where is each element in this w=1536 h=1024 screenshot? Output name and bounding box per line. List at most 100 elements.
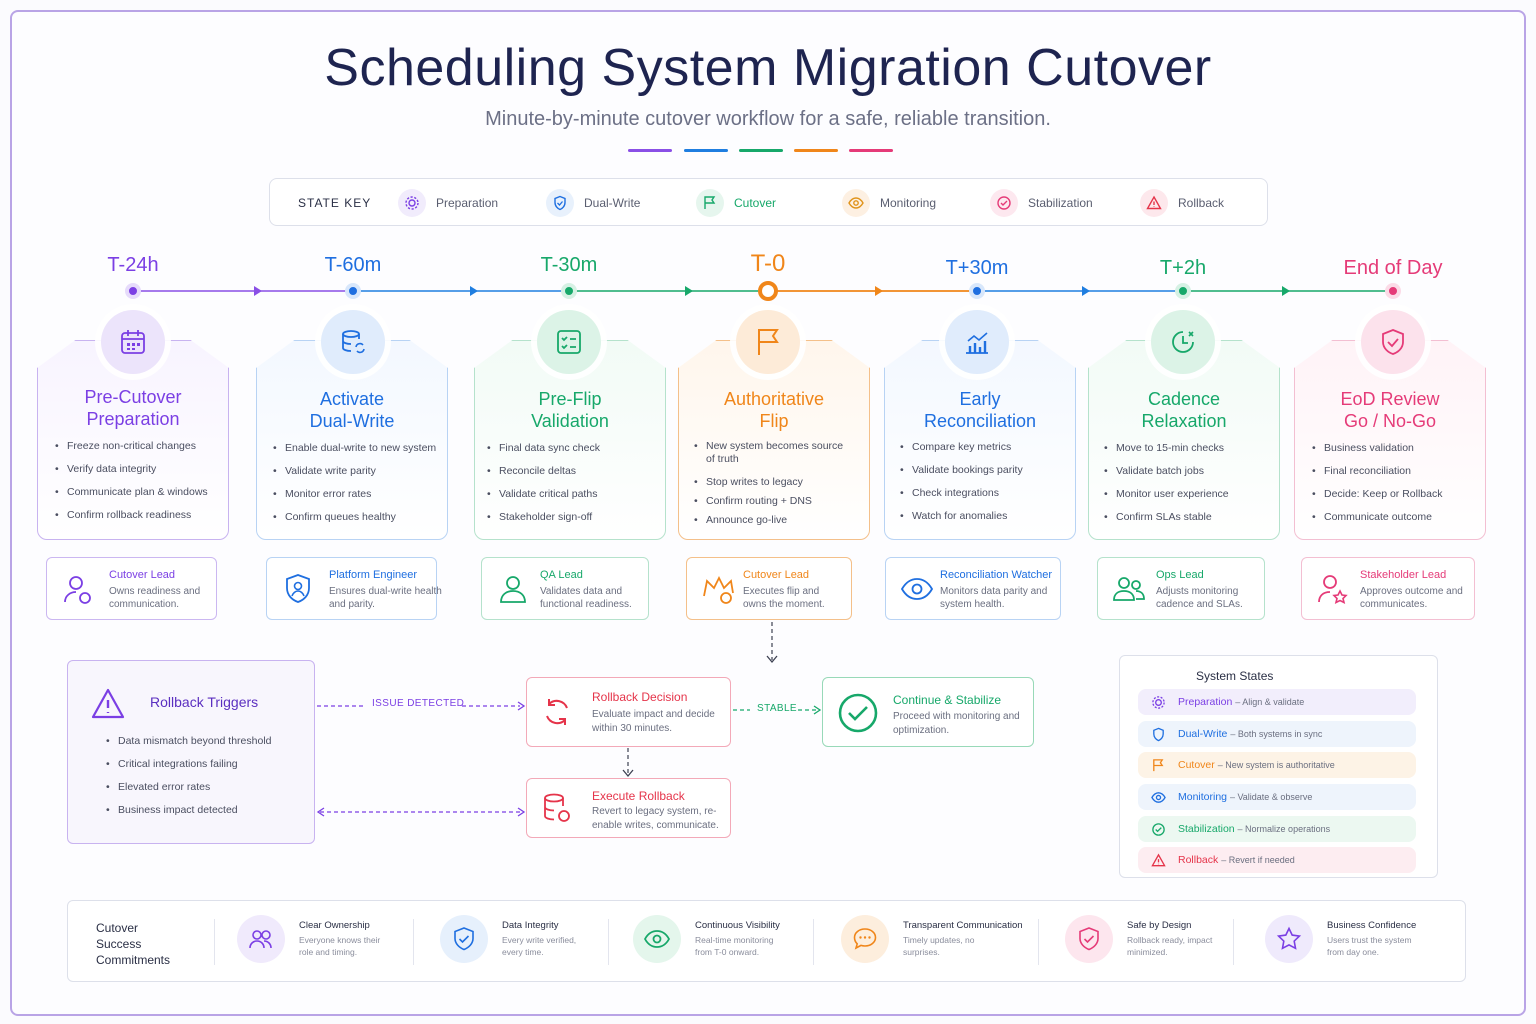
- stage-title-line: Pre-Flip: [538, 389, 602, 409]
- state-key-label-text: Rollback: [1178, 196, 1225, 210]
- list-item: Announce go-live: [694, 514, 844, 527]
- time-label: T-0: [750, 250, 786, 277]
- execute-rollback-title: Execute Rollback: [592, 789, 685, 803]
- shield-check-icon: [440, 915, 488, 963]
- shield-check-icon: [1361, 310, 1425, 374]
- role-card: Cutover Lead Owns readiness and communic…: [46, 557, 217, 620]
- list-item: Validate write parity: [273, 465, 436, 478]
- role-card: Reconciliation Watcher Monitors data par…: [885, 557, 1061, 620]
- stage-bullets: Compare key metrics Validate bookings pa…: [900, 441, 1023, 533]
- users-icon: [1113, 577, 1145, 601]
- commitment-desc: Timely updates, no surprises.: [903, 935, 975, 957]
- list-item: Validate bookings parity: [900, 464, 1023, 477]
- page-subtitle: Minute-by-minute cutover workflow for a …: [485, 108, 1051, 130]
- commitment-title: Transparent Communication: [903, 920, 1023, 931]
- stage-bullets: Freeze non-critical changes Verify data …: [55, 440, 208, 532]
- list-item: Compare key metrics: [900, 441, 1023, 454]
- accent-underline: [684, 149, 728, 152]
- time-label: T-30m: [540, 254, 598, 276]
- divider: [413, 919, 414, 965]
- warning-icon: [1138, 853, 1178, 868]
- list-item: Freeze non-critical changes: [55, 440, 208, 453]
- list-item: Communicate outcome: [1312, 511, 1442, 524]
- role-title: Cutover Lead: [109, 569, 176, 581]
- state-key-label-text: Cutover: [734, 196, 777, 210]
- state-name: Monitoring: [1178, 791, 1228, 803]
- stage-title-line: Validation: [531, 411, 609, 431]
- stage-title-line: Go / No-Go: [1343, 411, 1437, 431]
- stage-title-line: Reconciliation: [923, 411, 1037, 431]
- accent-underline: [628, 149, 672, 152]
- rollback-triggers-title: Rollback Triggers: [150, 694, 259, 710]
- commitment-desc: Real-time monitoring from T-0 onward.: [695, 935, 774, 957]
- list-item: Confirm SLAs stable: [1104, 511, 1229, 524]
- list-item: Monitor user experience: [1104, 488, 1229, 501]
- eye-icon: [842, 189, 870, 217]
- commitment-desc: Every write verified, every time.: [502, 935, 577, 957]
- state-key-label: STATE KEY: [298, 196, 372, 210]
- commitment-title: Safe by Design: [1127, 920, 1192, 931]
- system-state-monitoring: Monitoring – Validate & observe: [1138, 784, 1416, 810]
- system-state-stabilization: Stabilization – Normalize operations: [1138, 816, 1416, 842]
- chart-icon: [945, 310, 1009, 374]
- role-title: Platform Engineer: [329, 569, 418, 581]
- shield-user-icon: [286, 574, 310, 603]
- commitment-title: Data Integrity: [502, 920, 559, 931]
- list-item: Verify data integrity: [55, 463, 208, 476]
- user-icon: [500, 576, 526, 603]
- issue-detected-label: ISSUE DETECTED: [372, 698, 465, 709]
- list-item: Final data sync check: [487, 442, 600, 455]
- stage-bullets: New system becomes source of truth Stop …: [694, 440, 844, 537]
- commitment-title: Business Confidence: [1327, 920, 1417, 931]
- rollback-decision-desc: Evaluate impact and decide within 30 min…: [592, 709, 715, 734]
- list-item: Critical integrations failing: [106, 758, 272, 771]
- divider: [1038, 919, 1039, 965]
- state-key-stabilization: Stabilization: [990, 189, 1093, 217]
- stage-title-line: Flip: [759, 411, 789, 431]
- accent-underline: [739, 149, 783, 152]
- role-desc: Executes flip and owns the moment.: [743, 586, 825, 610]
- state-desc: – Normalize operations: [1237, 824, 1331, 834]
- list-item: Enable dual-write to new system: [273, 442, 436, 455]
- system-state-rollback: Rollback – Revert if needed: [1138, 847, 1416, 873]
- state-desc: – New system is authoritative: [1217, 760, 1335, 770]
- role-card: Stakeholder Lead Approves outcome and co…: [1301, 557, 1475, 620]
- list-item: Elevated error rates: [106, 781, 272, 794]
- state-desc: – Revert if needed: [1221, 855, 1295, 865]
- list-item: Reconcile deltas: [487, 465, 600, 478]
- rollback-trigger-list: Data mismatch beyond threshold Critical …: [106, 735, 272, 827]
- state-key-label-text: Dual-Write: [584, 196, 641, 210]
- commitments-bar: Cutover Success Commitments: [67, 900, 1466, 982]
- shield-icon: [546, 189, 574, 217]
- calendar-icon: [101, 310, 165, 374]
- gear-icon: [1138, 695, 1178, 710]
- continue-stabilize-desc: Proceed with monitoring and optimization…: [893, 711, 1020, 736]
- time-label: T+30m: [945, 257, 1009, 279]
- commitment-desc: Users trust the system from day one.: [1327, 935, 1412, 957]
- rollback-triggers-panel: Rollback Triggers Data mismatch beyond t…: [67, 660, 315, 844]
- time-label: End of Day: [1343, 257, 1443, 279]
- commitment-desc: Rollback ready, impact minimized.: [1127, 935, 1213, 957]
- state-name: Stabilization: [1178, 823, 1235, 835]
- list-item: Check integrations: [900, 487, 1023, 500]
- state-key-cutover: Cutover: [696, 189, 776, 217]
- role-title: QA Lead: [540, 569, 583, 581]
- list-item: Validate critical paths: [487, 488, 600, 501]
- list-item: Confirm routing + DNS: [694, 495, 844, 508]
- user-icon: [64, 576, 91, 604]
- divider: [214, 919, 215, 965]
- rollback-decision-title: Rollback Decision: [592, 690, 688, 704]
- role-desc: Approves outcome and communicates.: [1360, 586, 1463, 610]
- list-item: Communicate plan & windows: [55, 486, 208, 499]
- commitments-label-line: Success: [96, 937, 142, 951]
- list-item: Business validation: [1312, 442, 1442, 455]
- stage-bullets: Final data sync check Reconcile deltas V…: [487, 442, 600, 534]
- stage-title-line: Early: [959, 389, 1001, 409]
- list-item: Data mismatch beyond threshold: [106, 735, 272, 748]
- list-item: New system becomes source of truth: [694, 440, 844, 466]
